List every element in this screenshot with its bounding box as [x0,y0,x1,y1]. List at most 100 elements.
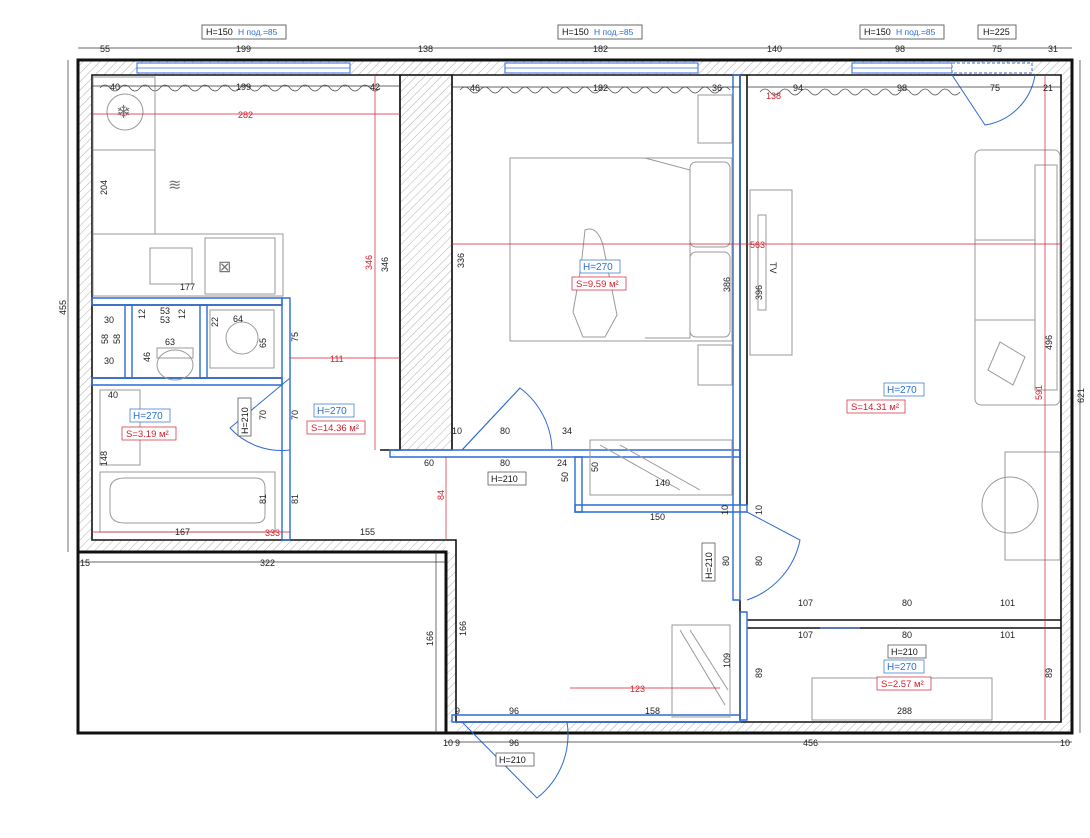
right-dimensions: 621 496 10 80 80 10 107 80 101 107 80 10… [720,335,1086,716]
kitchen-counter-bottom [92,233,284,297]
svg-text:H=210: H=210 [891,647,918,657]
svg-text:53: 53 [160,315,170,325]
svg-text:80: 80 [902,598,912,608]
svg-text:109: 109 [722,653,732,668]
svg-text:158: 158 [645,706,660,716]
svg-text:H=225: H=225 [983,27,1010,37]
svg-text:58: 58 [100,334,110,344]
svg-text:282: 282 [238,110,253,120]
dimension-lines [67,47,1081,743]
svg-text:333: 333 [265,528,280,538]
svg-text:63: 63 [165,337,175,347]
svg-text:9: 9 [455,706,460,716]
svg-text:H=210: H=210 [704,552,714,579]
svg-text:H=270: H=270 [133,411,163,422]
svg-text:10: 10 [1060,738,1070,748]
svg-text:65: 65 [258,338,268,348]
windows [136,62,1033,74]
svg-text:107: 107 [798,598,813,608]
svg-text:138: 138 [766,91,781,101]
sofa-icon [974,149,1061,406]
svg-text:111: 111 [330,354,344,364]
svg-text:58: 58 [112,334,122,344]
svg-text:H=270: H=270 [887,662,917,673]
svg-text:12: 12 [137,309,147,319]
svg-text:591: 591 [1034,385,1044,400]
svg-text:199: 199 [236,82,251,92]
svg-text:H=210: H=210 [491,474,518,484]
svg-text:75: 75 [290,332,300,342]
svg-text:84: 84 [436,490,446,500]
svg-text:107: 107 [798,630,813,640]
svg-text:101: 101 [1000,598,1015,608]
svg-text:S=3.19 м²: S=3.19 м² [126,429,169,440]
svg-text:10: 10 [720,505,730,515]
svg-text:123: 123 [630,684,645,694]
svg-text:≋: ≋ [168,177,181,194]
svg-text:40: 40 [110,82,120,92]
svg-text:55: 55 [100,44,110,54]
svg-text:336: 336 [456,253,466,268]
svg-text:288: 288 [897,706,912,716]
svg-text:12: 12 [177,309,187,319]
svg-text:138: 138 [418,44,433,54]
svg-text:15: 15 [80,558,90,568]
svg-text:S=9.59 м²: S=9.59 м² [576,279,619,290]
tv-label: TV [768,262,778,274]
svg-text:101: 101 [1000,630,1015,640]
svg-text:140: 140 [655,478,670,488]
svg-text:98: 98 [897,83,907,93]
svg-text:346: 346 [364,255,374,270]
curtains [99,84,961,96]
armchair-icon [1004,451,1061,561]
wardrobe-icon [589,439,733,496]
svg-text:42: 42 [370,82,380,92]
middle-dimensions: 336 346 386 396 10 80 34 60 80 24 50 50 … [380,253,764,522]
double-bed-icon [509,157,733,342]
svg-text:46: 46 [470,83,480,93]
svg-text:22: 22 [210,317,220,327]
svg-text:30: 30 [104,315,114,325]
window-tag-2: H=150 H под.=85 [557,24,643,40]
svg-text:S=14.36 м²: S=14.36 м² [311,423,359,434]
svg-text:H=210: H=210 [240,407,250,434]
room-bedroom-label: H=270 S=9.59 м² [571,259,627,291]
svg-text:81: 81 [258,494,268,504]
svg-text:30: 30 [104,356,114,366]
svg-text:96: 96 [509,738,519,748]
svg-text:34: 34 [562,426,572,436]
svg-text:H=270: H=270 [887,385,917,396]
svg-text:❄: ❄ [116,102,131,122]
svg-text:155: 155 [360,527,375,537]
svg-text:⊠: ⊠ [218,259,231,276]
washer-icon [209,309,275,369]
kitchen-dimensions: 177 12 53 53 12 22 64 63 65 75 70 70 81 … [137,282,300,504]
hall-rack-icon [671,624,731,718]
svg-text:89: 89 [754,668,764,678]
svg-text:S=2.57 м²: S=2.57 м² [881,679,924,690]
svg-text:396: 396 [754,285,764,300]
window-tag-1: H=150 H под.=85 [201,24,287,40]
window-tag-4: H=225 [977,24,1017,40]
svg-text:167: 167 [175,527,190,537]
svg-text:64: 64 [233,314,243,324]
svg-text:177: 177 [180,282,195,292]
outer-walls [76,58,1074,735]
svg-text:182: 182 [593,83,608,93]
left-dimensions: 455 204 30 58 58 30 46 40 148 [58,180,152,466]
toilet-icon [156,349,194,381]
svg-text:50: 50 [560,472,570,482]
svg-text:H=150: H=150 [206,27,233,37]
svg-text:199: 199 [236,44,251,54]
interior-walls [92,75,1061,720]
svg-text:9: 9 [455,738,460,748]
svg-text:H=270: H=270 [583,262,613,273]
svg-text:50: 50 [590,462,600,472]
doors [229,74,1036,799]
svg-text:81: 81 [290,494,300,504]
svg-text:148: 148 [99,451,109,466]
kitchen-counter-left [92,76,156,235]
svg-text:H=270: H=270 [317,406,347,417]
svg-text:96: 96 [509,706,519,716]
